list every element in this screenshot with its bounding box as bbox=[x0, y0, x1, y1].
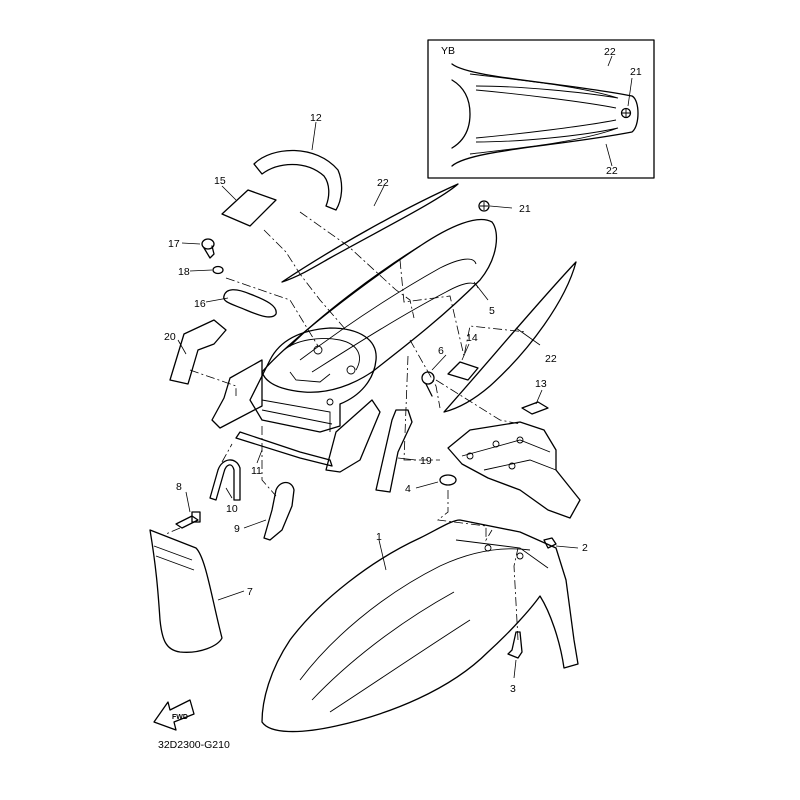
fwd-arrow-icon: FWD bbox=[153, 699, 195, 731]
bolt-icon bbox=[507, 631, 523, 659]
mud-flap bbox=[149, 529, 223, 653]
callout-21: 21 bbox=[519, 203, 531, 215]
screw-icon bbox=[421, 371, 435, 397]
callout-22-inset-top: 22 bbox=[604, 46, 616, 58]
callout-13: 13 bbox=[535, 378, 547, 390]
callout-12: 12 bbox=[310, 112, 322, 124]
part-16 bbox=[223, 289, 277, 318]
part-11 bbox=[235, 431, 333, 467]
part-10 bbox=[209, 459, 241, 501]
inset-yb: YB bbox=[427, 39, 655, 179]
inset-frame bbox=[427, 39, 655, 179]
callout-10: 10 bbox=[226, 503, 238, 515]
part-9 bbox=[263, 481, 295, 541]
decal-stripe-right bbox=[443, 261, 577, 413]
callout-2: 2 bbox=[582, 542, 588, 554]
callout-22-inset-bottom: 22 bbox=[606, 165, 618, 177]
part-20 bbox=[169, 319, 227, 385]
callout-20: 20 bbox=[164, 331, 176, 343]
fwd-label: FWD bbox=[172, 714, 188, 721]
part-19 bbox=[375, 409, 413, 493]
callout-17: 17 bbox=[168, 238, 180, 250]
callout-21-inset: 21 bbox=[630, 66, 642, 78]
part-13 bbox=[521, 401, 549, 415]
callout-14: 14 bbox=[466, 332, 478, 344]
callout-5: 5 bbox=[489, 305, 495, 317]
callout-15: 15 bbox=[214, 175, 226, 187]
callout-1: 1 bbox=[376, 531, 382, 543]
diagram-code: 32D2300-G210 bbox=[158, 739, 230, 751]
tail-bracket bbox=[447, 421, 581, 519]
decal-stripe-upper bbox=[281, 183, 459, 283]
grommet-icon bbox=[478, 200, 490, 212]
bolt-icon bbox=[175, 511, 201, 529]
callout-22b: 22 bbox=[545, 353, 557, 365]
part-15 bbox=[221, 189, 277, 227]
callout-6: 6 bbox=[438, 345, 444, 357]
inset-label: YB bbox=[441, 45, 455, 57]
callout-4: 4 bbox=[405, 483, 411, 495]
callout-labels: 1 2 3 4 5 6 7 8 9 10 11 12 13 14 15 16 1… bbox=[164, 46, 642, 695]
callout-22: 22 bbox=[377, 177, 389, 189]
rear-fender-assembly bbox=[211, 218, 498, 473]
callout-7: 7 bbox=[247, 586, 253, 598]
leader-lines bbox=[177, 55, 633, 679]
callout-8: 8 bbox=[176, 481, 182, 493]
part-14 bbox=[447, 361, 479, 381]
bolt-icon bbox=[201, 238, 215, 259]
callout-18: 18 bbox=[178, 266, 190, 278]
callout-9: 9 bbox=[234, 523, 240, 535]
part-12 bbox=[253, 149, 343, 211]
callout-19: 19 bbox=[420, 455, 432, 467]
grommet-icon bbox=[620, 107, 632, 119]
grommet-part-4 bbox=[439, 474, 457, 486]
callout-3: 3 bbox=[510, 683, 516, 695]
washer-icon bbox=[212, 265, 224, 275]
front-fender bbox=[261, 519, 579, 733]
callout-16: 16 bbox=[194, 298, 206, 310]
nut-icon bbox=[543, 537, 557, 549]
callout-11: 11 bbox=[251, 465, 262, 477]
